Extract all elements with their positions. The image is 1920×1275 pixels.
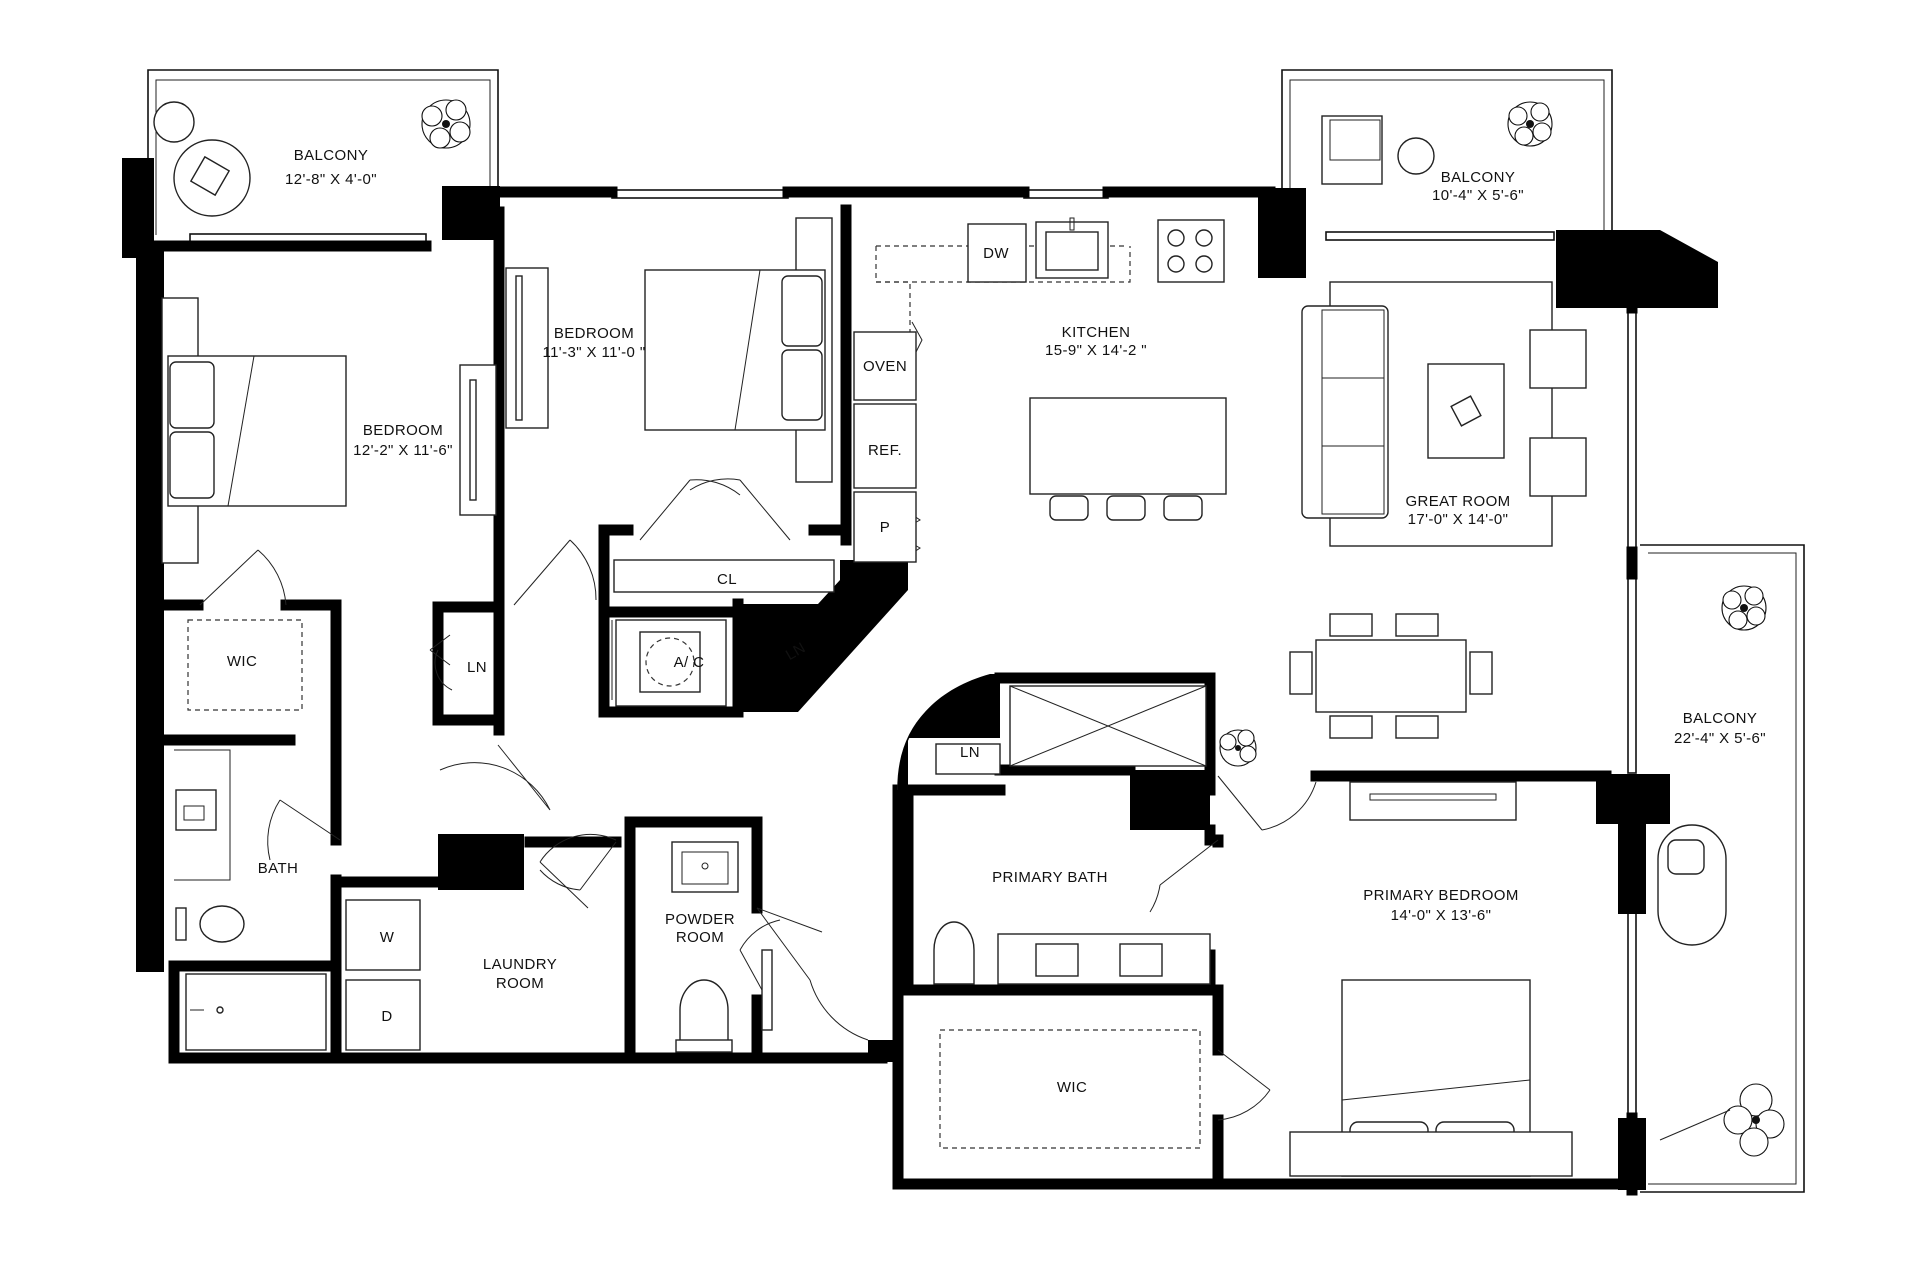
bath-furniture (174, 619, 773, 1053)
powder-label-1: POWDER (665, 911, 735, 928)
dryer-label: D (381, 1008, 392, 1025)
wic-1-label: WIC (227, 653, 257, 670)
balcony-e-size: 22'-4" X 5'-6" (1674, 730, 1766, 747)
ln-3-label: LN (960, 744, 980, 761)
balcony-nw-size: 12'-8" X 4'-0" (285, 171, 377, 188)
dw-label: DW (983, 245, 1009, 262)
powder-label-2: ROOM (676, 929, 724, 946)
great-room-furniture (1289, 281, 1587, 739)
plant-icon (1721, 585, 1767, 631)
kitchen-name: KITCHEN (1062, 324, 1131, 341)
bedroom-2-furniture (611, 217, 835, 707)
laundry-label-1: LAUNDRY (483, 956, 557, 973)
bedroom-2-size: 11'-3" X 11'-0 " (542, 344, 645, 361)
balcony-furniture (153, 101, 1727, 946)
walls (122, 158, 1718, 1196)
plant-icon (1723, 1083, 1785, 1157)
primary-suite-furniture (933, 685, 1573, 1177)
room-labels: BALCONY 12'-8" X 4'-0" BALCONY 10'-4" X … (227, 147, 1766, 1096)
great-room-name: GREAT ROOM (1405, 493, 1510, 510)
plant-icon (1507, 101, 1553, 147)
wic-2-label: WIC (1057, 1079, 1087, 1096)
kitchen-size: 15-9" X 14'-2 " (1045, 342, 1147, 359)
ln-1-label: LN (467, 659, 487, 676)
balcony-e-name: BALCONY (1683, 710, 1758, 727)
balcony-ne-name: BALCONY (1441, 169, 1516, 186)
bedroom-1-furniture (161, 267, 549, 564)
balcony-nw-name: BALCONY (294, 147, 369, 164)
primary-bedroom-name: PRIMARY BEDROOM (1363, 887, 1518, 904)
balcony-ne-size: 10'-4" X 5'-6" (1432, 187, 1524, 204)
pantry-label: P (880, 519, 890, 536)
plants (421, 99, 1785, 1157)
plant-icon (421, 99, 471, 149)
cl-label: CL (717, 571, 737, 588)
primary-bath-label: PRIMARY BATH (992, 869, 1108, 886)
bath-label: BATH (258, 860, 299, 877)
ac-label: A/ C (674, 654, 705, 671)
bedroom-1-name: BEDROOM (363, 422, 443, 439)
plant-icon (1219, 729, 1257, 767)
door-swings (199, 321, 1317, 1121)
primary-suite-walls (897, 672, 1612, 1190)
balcony-outlines (147, 69, 1805, 1193)
bedroom-2-name: BEDROOM (554, 325, 634, 342)
washer-label: W (380, 929, 395, 946)
oven-label: OVEN (863, 358, 907, 375)
ref-label: REF. (868, 442, 902, 459)
laundry-label-2: ROOM (496, 975, 544, 992)
primary-bedroom-size: 14'-0" X 13'-6" (1391, 907, 1492, 924)
great-room-size: 17'-0" X 14'-0" (1408, 511, 1509, 528)
bedroom-1-size: 12'-2" X 11'-6" (353, 442, 453, 459)
kitchen-furniture (853, 217, 1227, 563)
